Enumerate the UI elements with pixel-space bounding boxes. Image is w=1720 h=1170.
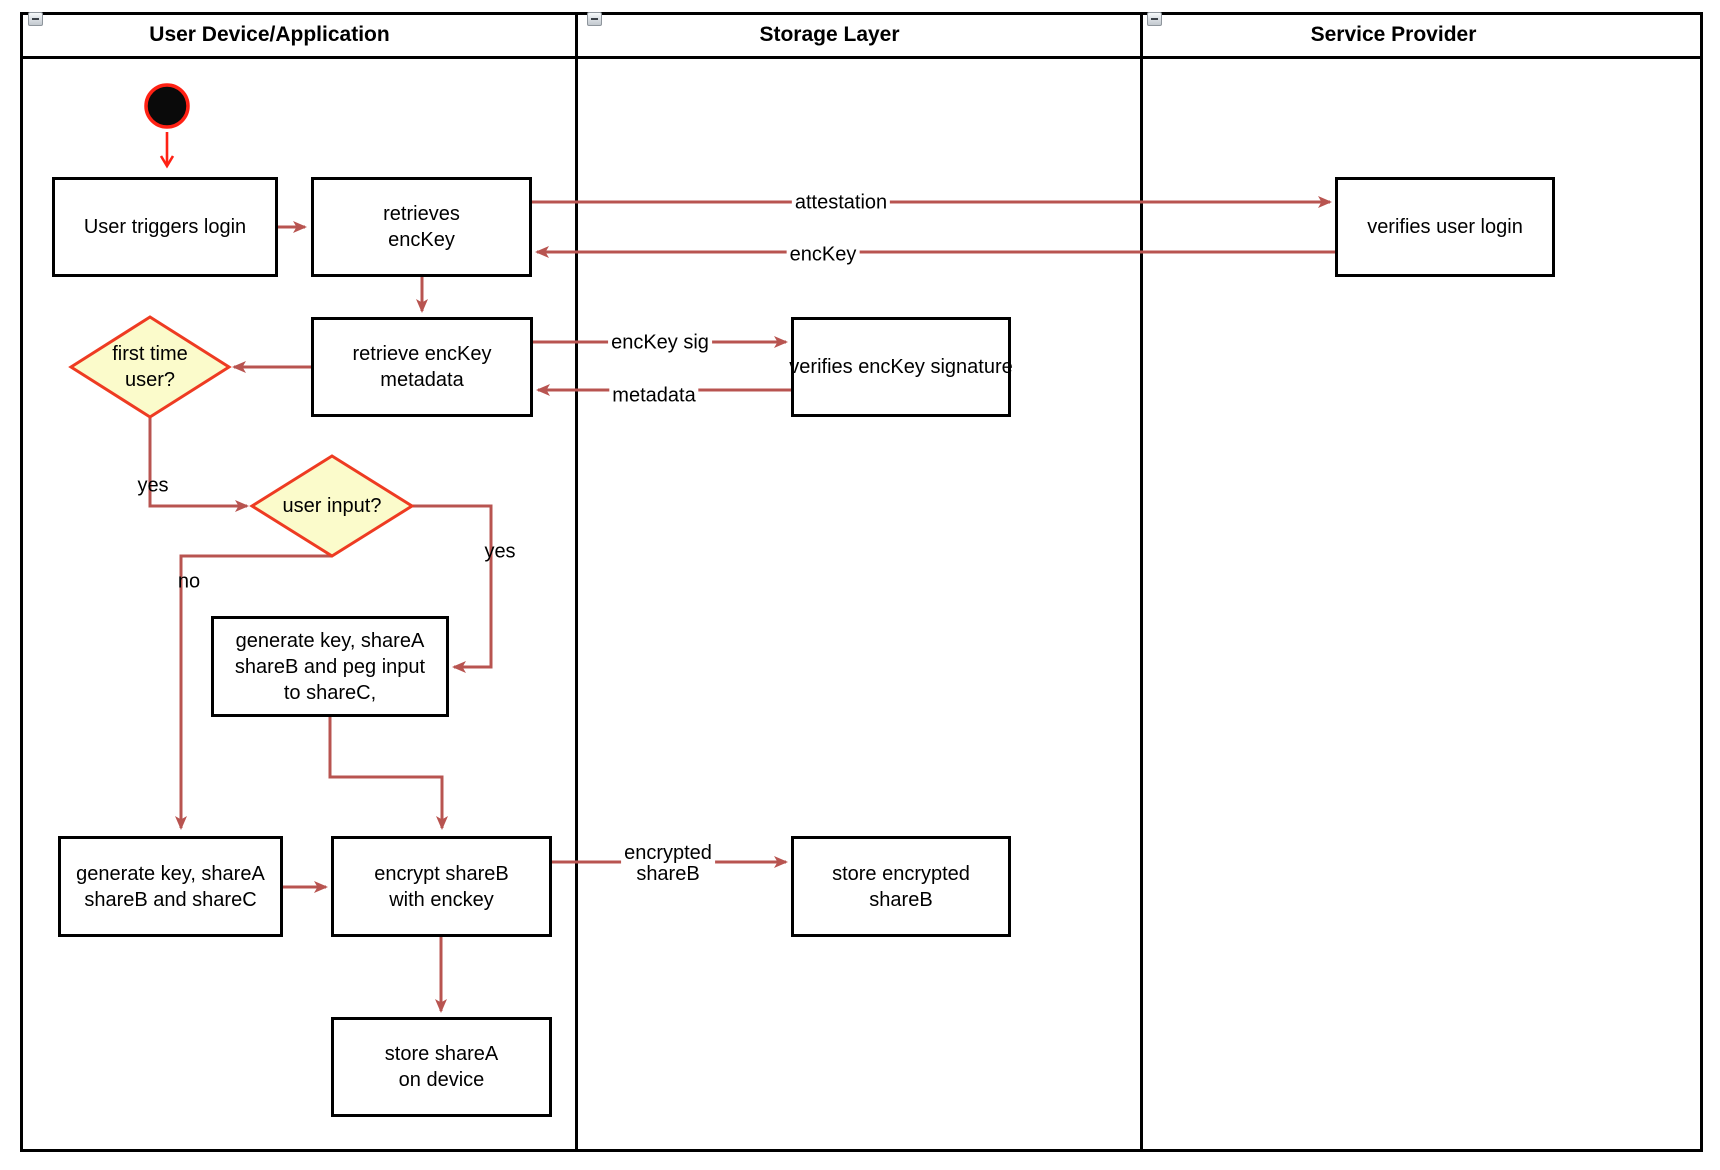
node-store-sharea[interactable]: store shareA on device <box>331 1017 552 1117</box>
decision-label-user-input: user input? <box>282 495 382 517</box>
node-encrypt-shareb[interactable]: encrypt shareB with enckey <box>331 836 552 937</box>
node-generate-key-peg-input[interactable]: generate key, shareA shareB and peg inpu… <box>211 616 449 717</box>
decision-first-time-user[interactable] <box>68 315 232 419</box>
node-store-encrypted-shareb[interactable]: store encrypted shareB <box>791 836 1011 937</box>
node-label: User triggers login <box>83 216 247 238</box>
lane-divider-1 <box>575 12 578 1152</box>
edge-label-enckey: encKey <box>786 244 860 266</box>
node-label: retrieve encKey metadata <box>352 343 492 391</box>
node-label: store shareA on device <box>384 1043 499 1091</box>
node-label: store encrypted shareB <box>832 862 970 911</box>
lane-header-underline <box>20 56 1703 59</box>
edge-label-encrypted-shareb: encrypted shareB <box>621 843 715 885</box>
collapse-minus-icon[interactable] <box>587 12 602 26</box>
edge-userinput-no <box>175 554 332 830</box>
edge-peg-to-encrypt <box>328 717 448 830</box>
edge-userinput-yes <box>412 504 493 673</box>
node-generate-key-sharec[interactable]: generate key, shareA shareB and shareC <box>58 836 283 937</box>
lane-title: Storage Layer <box>759 22 900 46</box>
node-retrieves-enckey[interactable]: retrieves encKey <box>311 177 532 277</box>
collapse-minus-icon[interactable] <box>28 12 43 26</box>
node-user-triggers-login[interactable]: User triggers login <box>52 177 278 277</box>
pool-border <box>20 12 1703 1152</box>
decision-label-first-time-user: first time user? <box>112 343 188 391</box>
node-retrieve-enckey-metadata[interactable]: retrieve encKey metadata <box>311 317 533 417</box>
node-label: generate key, shareA shareB and shareC <box>76 862 265 911</box>
node-label: retrieves encKey <box>383 203 460 251</box>
start-node[interactable] <box>144 83 190 129</box>
node-label: verifies encKey signature <box>789 356 1013 378</box>
collapse-minus-icon[interactable] <box>1147 12 1162 26</box>
lane-title: User Device/Application <box>149 22 390 46</box>
decision-user-input[interactable] <box>249 454 415 558</box>
minus-glyph <box>1151 18 1158 20</box>
edge-firsttime-yes <box>148 417 249 512</box>
edge-label-attestation: attestation <box>791 192 891 214</box>
lane-title: Service Provider <box>1310 22 1477 46</box>
node-verifies-enckey-signature[interactable]: verifies encKey signature <box>789 317 1013 417</box>
lane-header-service-provider[interactable]: Service Provider <box>1140 12 1703 57</box>
edge-label-yes-user-input: yes <box>484 540 516 563</box>
edge-label-no-user-input: no <box>177 570 201 593</box>
minus-glyph <box>591 18 598 20</box>
edge-label-yes-first-time: yes <box>137 474 169 497</box>
lane-header-storage-layer[interactable]: Storage Layer <box>575 12 1140 57</box>
lane-header-user-device[interactable]: User Device/Application <box>20 12 575 57</box>
lane-divider-2 <box>1140 12 1143 1152</box>
edge-label-metadata: metadata <box>609 385 699 407</box>
edge-label-enckey-sig: encKey sig <box>608 332 712 354</box>
node-label: generate key, shareA shareB and peg inpu… <box>234 629 426 704</box>
minus-glyph <box>32 18 39 20</box>
node-label: verifies user login <box>1367 216 1523 238</box>
node-label: encrypt shareB with enckey <box>374 862 509 911</box>
node-verifies-user-login[interactable]: verifies user login <box>1335 177 1555 277</box>
